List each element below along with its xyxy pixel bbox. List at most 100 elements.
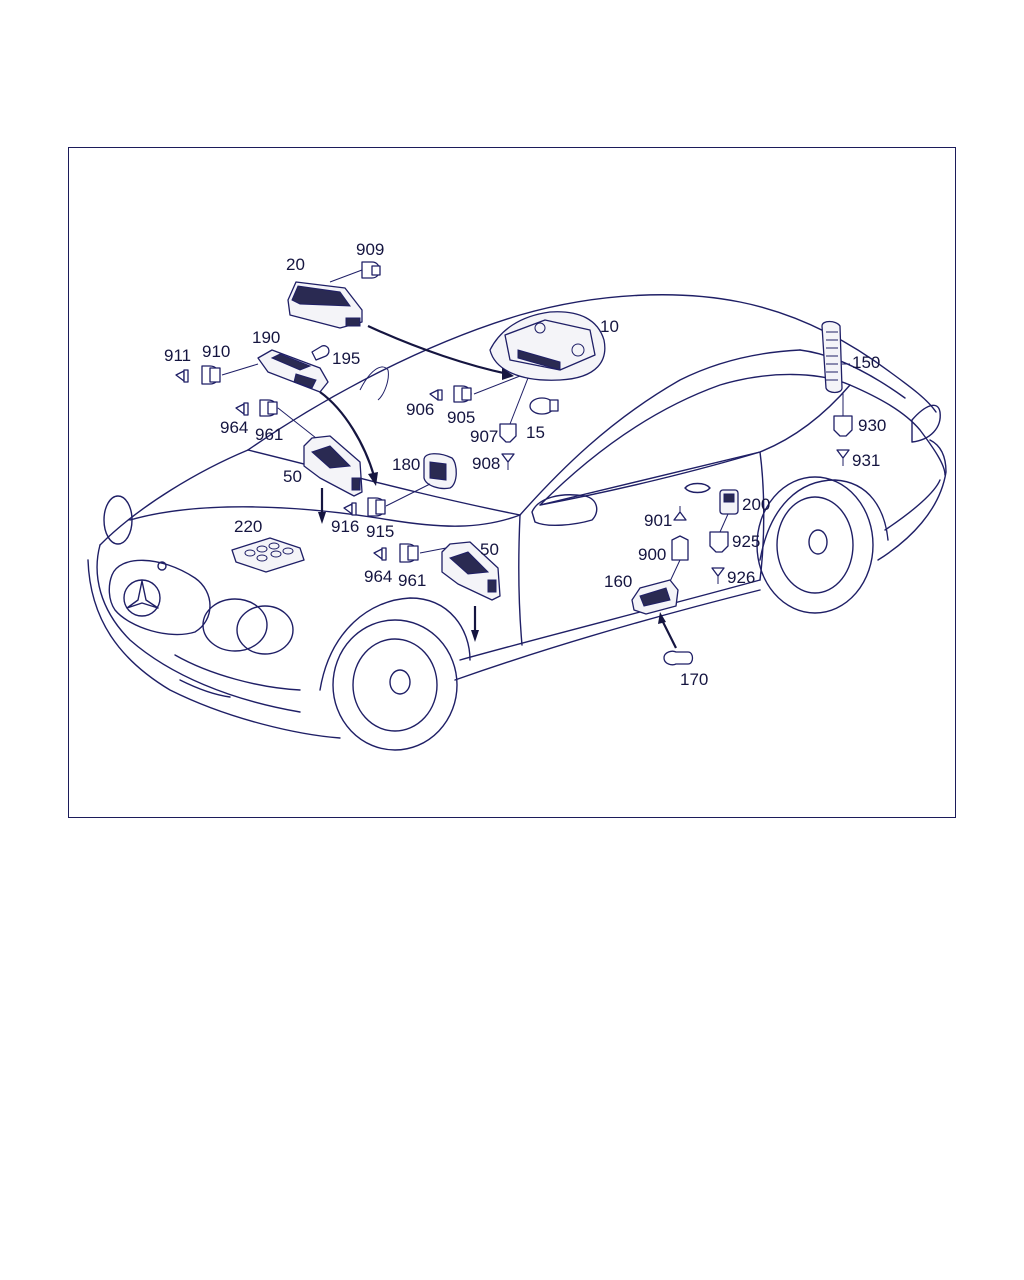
arrowhead-50-upper <box>318 512 326 524</box>
connector-907 <box>499 423 517 443</box>
label-901: 901 <box>644 511 672 530</box>
connector-930 <box>833 415 853 437</box>
component-190-reading-lamp <box>257 349 329 393</box>
label-905: 905 <box>447 408 475 427</box>
bulb-195 <box>311 345 330 361</box>
label-200: 200 <box>742 495 770 514</box>
lead-925 <box>719 513 729 533</box>
label-150: 150 <box>852 353 880 372</box>
car-rear-bumper <box>877 439 947 561</box>
label-195: 195 <box>332 349 360 368</box>
label-910: 910 <box>202 342 230 361</box>
connector-900 <box>671 535 689 561</box>
plug-901 <box>673 506 687 521</box>
plug-926 <box>711 567 725 584</box>
car-seat-left <box>359 366 389 401</box>
lead-910 <box>221 363 259 376</box>
car-rear-pillar <box>799 349 906 399</box>
plug-964-lower <box>373 547 387 561</box>
label-906: 906 <box>406 400 434 419</box>
label-10: 10 <box>600 317 619 336</box>
label-925: 925 <box>732 532 760 551</box>
label-930: 930 <box>858 416 886 435</box>
connector-961-upper <box>259 399 278 417</box>
plug-908 <box>501 453 515 470</box>
arrowhead-190-to-915 <box>368 472 378 486</box>
label-961-upper: 961 <box>255 425 283 444</box>
plug-911 <box>175 369 189 383</box>
component-50-upper-lamp <box>303 435 363 497</box>
label-909: 909 <box>356 240 384 259</box>
car-roofline <box>247 294 937 451</box>
label-964-lower: 964 <box>364 567 392 586</box>
label-908: 908 <box>472 454 500 473</box>
car-door <box>517 451 765 646</box>
headlight-far <box>103 495 133 545</box>
arrowhead-170 <box>658 612 666 624</box>
car-door-handle <box>684 482 711 494</box>
lead-915 <box>385 483 431 507</box>
car-front-bumper <box>87 559 341 739</box>
label-926: 926 <box>727 568 755 587</box>
arrow-190-to-915 <box>319 391 376 477</box>
emblem-star <box>126 580 159 609</box>
component-180-lamp <box>423 453 457 490</box>
car-mirror <box>531 494 598 527</box>
label-180: 180 <box>392 455 420 474</box>
front-wheel <box>332 619 458 751</box>
label-50-upper: 50 <box>283 467 302 486</box>
car-taillight <box>911 404 941 443</box>
car-hood <box>99 449 249 546</box>
component-150-lamp <box>821 320 843 394</box>
connector-915 <box>367 497 386 517</box>
label-190: 190 <box>252 328 280 347</box>
car-rear-lower <box>884 479 941 531</box>
component-10-roof-console <box>489 311 606 381</box>
bulb-170 <box>663 650 694 666</box>
front-wheel-rim <box>352 638 438 732</box>
label-964-upper: 964 <box>220 418 248 437</box>
bulb-15 <box>529 397 559 415</box>
car-side-window <box>539 373 851 506</box>
car-front-lower <box>96 544 301 713</box>
label-916: 916 <box>331 517 359 536</box>
lead-961-lower <box>419 547 447 554</box>
car-front-intake <box>174 654 301 691</box>
plug-916 <box>343 502 357 516</box>
label-15: 15 <box>526 423 545 442</box>
arrowhead-50-lower <box>471 630 479 642</box>
emblem-hood <box>157 561 167 571</box>
car-outline <box>87 294 947 751</box>
rear-wheel <box>756 476 874 614</box>
arrow-170 <box>661 619 677 649</box>
component-160-entrance-lamp <box>631 579 679 615</box>
car-a-pillar <box>519 349 801 516</box>
diagram-frame <box>68 147 956 818</box>
car-trunk <box>849 384 946 476</box>
plug-906 <box>429 389 443 401</box>
lead-905 <box>473 375 521 395</box>
connector-909 <box>361 261 381 279</box>
label-160: 160 <box>604 572 632 591</box>
label-961-lower: 961 <box>398 571 426 590</box>
connector-910 <box>201 365 221 385</box>
label-931: 931 <box>852 451 880 470</box>
label-915: 915 <box>366 522 394 541</box>
component-50-lower-lamp <box>441 541 501 601</box>
rear-wheel-arch <box>759 479 889 561</box>
component-200-door-switch <box>719 489 739 515</box>
part-labels: 10 15 20 50 50 150 160 170 180 190 195 2… <box>164 240 886 689</box>
rear-wheel-hub <box>808 529 828 555</box>
front-wheel-hub <box>389 669 411 695</box>
label-170: 170 <box>680 670 708 689</box>
car-grille <box>108 559 211 636</box>
car-door-bottom <box>459 579 761 661</box>
label-50-lower: 50 <box>480 540 499 559</box>
headlight-left <box>202 598 268 652</box>
arrow-20-to-10 <box>367 325 509 376</box>
headlight-right <box>236 605 294 655</box>
lead-907 <box>509 377 529 425</box>
emblem-ring <box>123 579 161 617</box>
label-20: 20 <box>286 255 305 274</box>
